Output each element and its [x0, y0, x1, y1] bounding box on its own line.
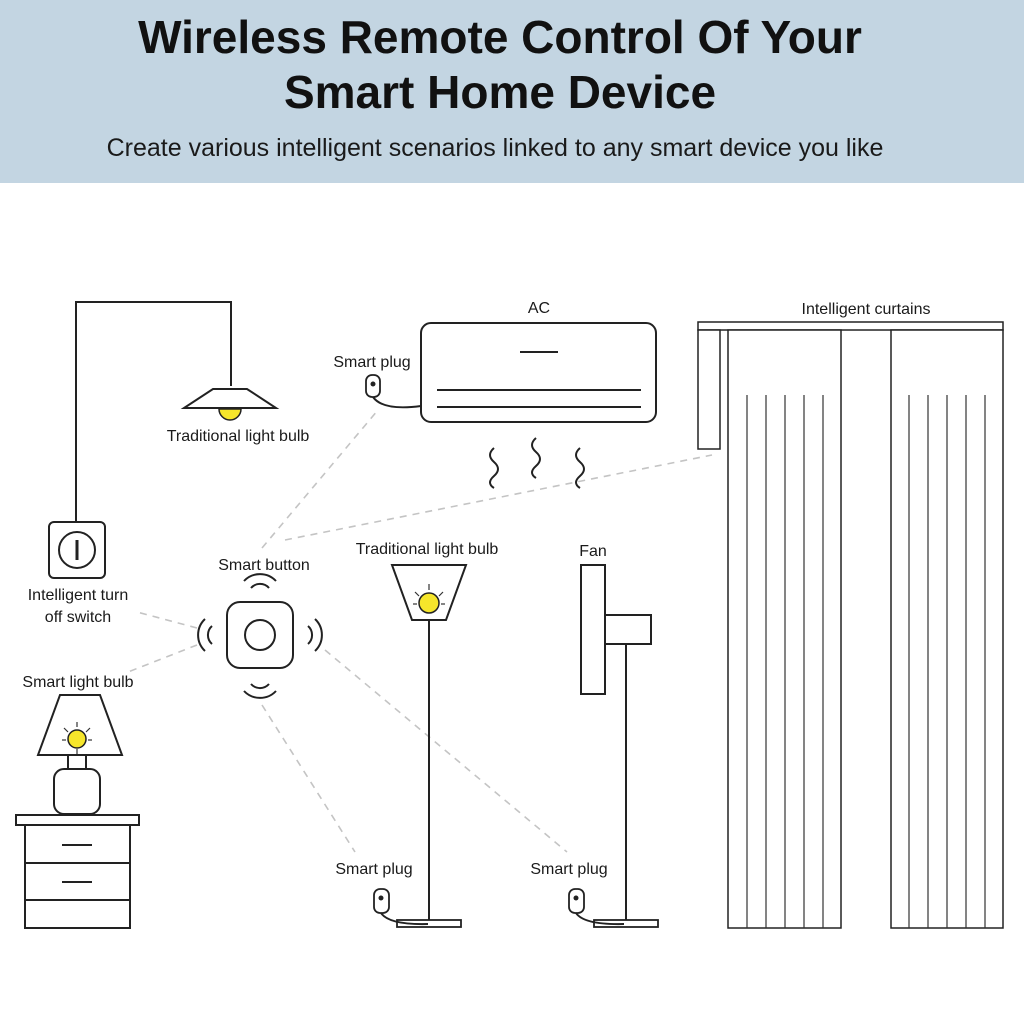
smart-plug-icon [568, 888, 625, 926]
page-title: Wireless Remote Control Of Your Smart Ho… [0, 10, 1000, 120]
smart-plug-icon [373, 888, 429, 926]
table-lamp [36, 694, 124, 815]
connection-links [127, 409, 713, 853]
fan-label: Fan [579, 543, 607, 560]
wireless-signal-icon [197, 573, 323, 699]
ac-smart-plug-label: Smart plug [333, 354, 410, 371]
ac-label: AC [528, 300, 550, 317]
air-conditioner [420, 322, 657, 489]
standing-fan [580, 564, 659, 928]
lamp-smart-plug-label: Smart plug [335, 861, 412, 878]
page-subtitle: Create various intelligent scenarios lin… [106, 134, 884, 162]
smart-button-icon[interactable] [226, 601, 294, 669]
power-switch-icon[interactable] [48, 521, 106, 579]
header-banner: Wireless Remote Control Of Your Smart Ho… [0, 0, 1024, 183]
ceiling-bulb-label: Traditional light bulb [167, 428, 310, 445]
switch-label-line-2: off switch [45, 609, 111, 626]
smart-button-label: Smart button [218, 557, 310, 574]
floor-lamp [390, 564, 468, 928]
ceiling-lamp [75, 301, 280, 522]
smart-light-bulb-label: Smart light bulb [22, 674, 133, 691]
switch-label-line-1: Intelligent turn [28, 587, 129, 604]
title-line-2: Smart Home Device [283, 66, 717, 118]
fan-smart-plug-label: Smart plug [530, 861, 607, 878]
intelligent-curtains [697, 321, 1004, 929]
curtains-label: Intelligent curtains [802, 301, 931, 318]
smart-plug-icon [365, 374, 422, 409]
nightstand [15, 814, 140, 929]
title-line-1: Wireless Remote Control Of Your [138, 11, 862, 63]
floor-lamp-bulb-label: Traditional light bulb [356, 541, 499, 558]
